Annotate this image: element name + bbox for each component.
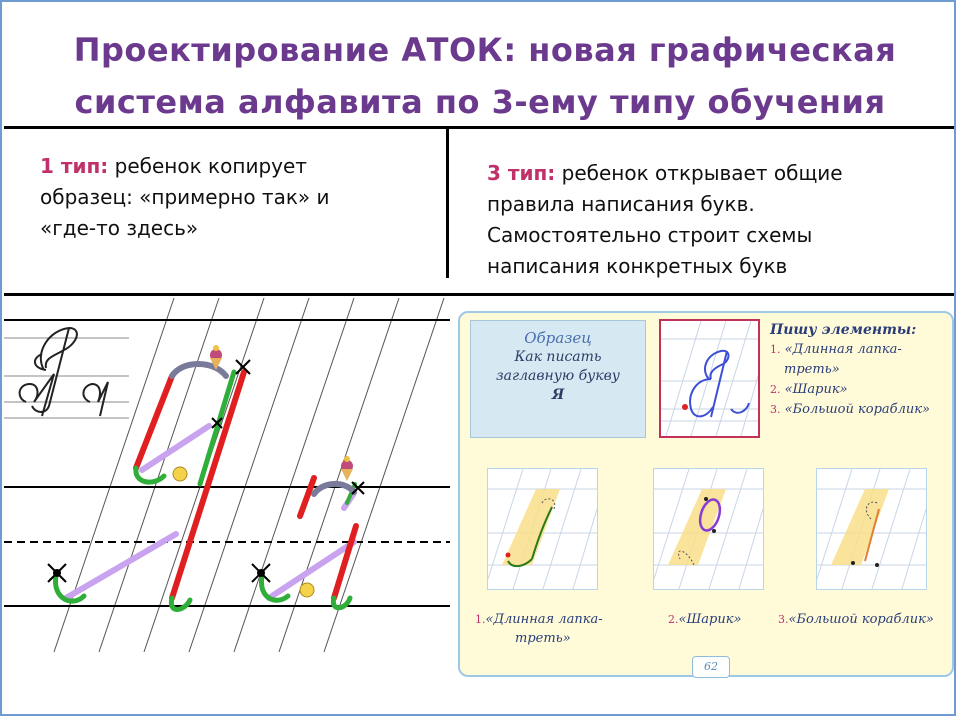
- type3-description: 3 тип: ребенок открывает общие правила н…: [487, 158, 947, 282]
- title-line-1: Проектирование АТОК: новая графическая: [73, 31, 897, 69]
- element-item-1-num: 1.: [770, 343, 781, 356]
- sample-box-line-2: Как писать: [514, 349, 602, 365]
- step-caption-2-text: «Шарик»: [678, 612, 742, 627]
- step-caption-1-text-cont: треть»: [515, 631, 571, 646]
- type1-description: 1 тип: ребенок копирует образец: «пример…: [40, 151, 440, 244]
- step-card-1: [487, 468, 598, 590]
- sample-box-line-3: заглавную букву: [496, 368, 620, 384]
- step-2-drawing: [654, 469, 763, 589]
- type3-line-3: Самостоятельно строит схемы: [487, 223, 813, 247]
- type1-line-2: образец: «примерно так» и: [40, 185, 330, 209]
- type3-line-1: ребенок открывает общие: [555, 161, 843, 185]
- element-item-1-text: «Длинная лапка-: [784, 342, 902, 357]
- element-item-1-text-cont: треть»: [784, 362, 840, 377]
- step-card-3: [816, 468, 927, 590]
- element-item-2-text: «Шарик»: [784, 382, 848, 397]
- type3-keyword: 3 тип:: [487, 161, 556, 185]
- step-caption-1-num: 1.: [475, 613, 486, 626]
- step-caption-2: 2.«Шарик»: [668, 610, 768, 629]
- element-item-3-text: «Большой кораблик»: [784, 402, 930, 417]
- step-caption-2-num: 2.: [668, 613, 679, 626]
- handwriting-practice-illustration: [4, 298, 450, 652]
- elements-list: Пишу элементы: 1. «Длинная лапка- треть»…: [770, 320, 950, 420]
- sample-letter-card: [659, 319, 760, 438]
- step-caption-1-text: «Длинная лапка-: [485, 612, 603, 627]
- element-item-2: 2. «Шарик»: [770, 380, 950, 400]
- table-bottom-rule: [4, 293, 954, 296]
- element-item-2-num: 2.: [770, 383, 781, 396]
- element-item-3: 3. «Большой кораблик»: [770, 400, 950, 420]
- type1-line-1: ребенок копирует: [108, 154, 307, 178]
- type1-keyword: 1 тип:: [40, 154, 109, 178]
- title-line-2: система алфавита по 3-ему типу обучения: [74, 83, 886, 121]
- table-divider: [446, 128, 449, 278]
- step-card-2: [653, 468, 764, 590]
- step-caption-1: 1.«Длинная лапка- треть»: [475, 610, 635, 648]
- type1-line-3: «где-то здесь»: [40, 216, 199, 240]
- type3-line-2: правила написания букв.: [487, 192, 755, 216]
- sample-box-line-1: Образец: [524, 329, 592, 347]
- step-caption-3: 3.«Большой кораблик»: [778, 610, 954, 629]
- element-item-3-num: 3.: [770, 403, 781, 416]
- table-top-rule: [4, 126, 954, 129]
- page-number-badge: 62: [692, 656, 730, 678]
- step-caption-3-text: «Большой кораблик»: [788, 612, 934, 627]
- sample-letter-drawing: [661, 321, 758, 436]
- element-item-1: 1. «Длинная лапка-: [770, 340, 950, 360]
- step-3-drawing: [817, 469, 926, 589]
- sample-instruction-box: Образец Как писать заглавную букву Я: [470, 320, 646, 438]
- type3-line-4: написания конкретных букв: [487, 254, 788, 278]
- slide-title: Проектирование АТОК: новая графическая с…: [0, 24, 960, 128]
- elements-heading: Пишу элементы:: [770, 322, 917, 338]
- step-caption-3-num: 3.: [778, 613, 789, 626]
- step-1-drawing: [488, 469, 597, 589]
- sample-box-line-4: Я: [551, 387, 565, 403]
